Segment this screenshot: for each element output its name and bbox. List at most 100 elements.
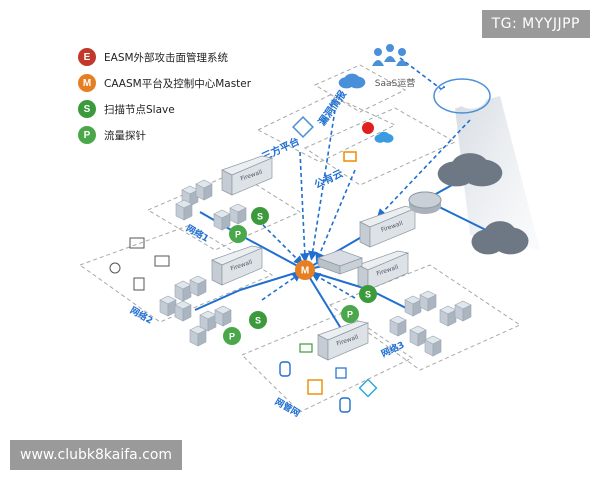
switch-front xyxy=(339,257,363,275)
firewall-net1: Firewall xyxy=(221,155,274,196)
firewall-front xyxy=(221,247,263,286)
badge-letter: S xyxy=(255,316,261,326)
legend-item: S 扫描节点Slave xyxy=(78,96,298,122)
server-icon xyxy=(213,209,231,231)
server-right xyxy=(182,304,192,322)
legend-label: 扫描节点Slave xyxy=(104,103,175,116)
server-right xyxy=(397,319,407,337)
server-right xyxy=(197,279,207,297)
alibaba-icon xyxy=(343,151,357,162)
server-right xyxy=(222,309,232,327)
legend-badge-icon: S xyxy=(78,100,96,118)
server-right xyxy=(237,207,247,225)
printer-icon xyxy=(154,255,170,267)
aliyun-icon xyxy=(374,131,394,143)
router xyxy=(408,191,442,214)
server-right xyxy=(427,294,437,312)
legend-badge-icon: M xyxy=(78,74,96,92)
app-icon xyxy=(358,378,378,398)
saas-label: SaaS运营 xyxy=(375,77,415,89)
server-icon xyxy=(189,275,207,297)
saas-cloud-icon xyxy=(338,73,366,89)
firewall-front xyxy=(367,252,409,291)
public-cloud-label: 公有云 xyxy=(312,167,345,191)
zone-net2 xyxy=(78,224,274,323)
cloud-lobe xyxy=(483,221,517,249)
app-icon xyxy=(339,397,351,413)
badge-letter: P xyxy=(347,310,353,320)
server-right xyxy=(197,329,207,347)
camera-icon xyxy=(109,262,121,274)
device-marks: FirewallFirewallFirewallFirewallFirewall… xyxy=(109,44,529,413)
server-right xyxy=(183,203,193,221)
server-right xyxy=(203,183,213,201)
zone-outlines xyxy=(78,64,522,413)
server-icon xyxy=(214,305,232,327)
server-icon xyxy=(175,199,193,221)
slave-badge: S xyxy=(359,285,377,303)
cloud-lobe xyxy=(447,79,477,104)
probe-badge: P xyxy=(223,327,241,345)
firewall-net3: Firewall xyxy=(357,250,410,291)
laptop-icon xyxy=(129,237,145,249)
phone-icon xyxy=(133,277,145,291)
server-icon xyxy=(174,280,192,302)
server-icon xyxy=(229,203,247,225)
vuln-intel-label: 漏洞情报 xyxy=(315,88,349,128)
users-icon xyxy=(372,44,408,66)
easm-cloud xyxy=(433,78,491,114)
router-cap xyxy=(408,191,442,209)
third-party-icon xyxy=(292,116,314,138)
app-icon xyxy=(335,367,347,379)
probe-badge: P xyxy=(229,225,247,243)
watermark-top: TG: MYYJJPP xyxy=(481,10,590,38)
server-icon xyxy=(189,325,207,347)
legend-label: CAASM平台及控制中心Master xyxy=(104,77,252,90)
badge-circle xyxy=(359,285,377,303)
server-icon xyxy=(199,310,217,332)
slave-badge: S xyxy=(251,207,269,225)
badge-circle xyxy=(229,225,247,243)
app-icon xyxy=(279,361,291,377)
legend-item: M CAASM平台及控制中心Master xyxy=(78,70,298,96)
huawei-icon xyxy=(362,122,374,134)
net3-label: 网络3 xyxy=(379,339,406,360)
server-right xyxy=(447,309,457,327)
server-icon xyxy=(195,179,213,201)
server-right xyxy=(432,339,442,357)
firewall-front xyxy=(231,157,273,196)
cloud-lobe xyxy=(344,73,360,86)
zone-office xyxy=(241,311,413,413)
core-switch xyxy=(316,249,364,275)
probe-badge: P xyxy=(341,305,359,323)
badge-letter: M xyxy=(301,266,309,277)
server-icon xyxy=(409,325,427,347)
zone-net3 xyxy=(328,264,522,371)
branch-cloud xyxy=(471,221,529,255)
net2-label: 网络2 xyxy=(128,304,155,327)
master-badge: M xyxy=(295,260,315,280)
zone-cloud xyxy=(303,107,457,186)
firewall-front xyxy=(327,322,369,361)
server-icon xyxy=(404,295,422,317)
server-icon xyxy=(419,290,437,312)
zone-vuln xyxy=(313,64,407,113)
user-body xyxy=(372,60,384,66)
easm-cloud-outline xyxy=(433,78,491,114)
server-icon xyxy=(159,295,177,317)
server-right xyxy=(462,304,472,322)
legend-badge-icon: P xyxy=(78,126,96,144)
server-icon xyxy=(454,300,472,322)
cloud-lobe xyxy=(451,153,489,181)
server-icon xyxy=(439,305,457,327)
badge-letter: P xyxy=(235,230,241,240)
slave-badge: S xyxy=(249,311,267,329)
user-head xyxy=(386,44,394,52)
server-right xyxy=(182,284,192,302)
firewall-front xyxy=(369,207,416,248)
badge-circle xyxy=(295,260,315,280)
